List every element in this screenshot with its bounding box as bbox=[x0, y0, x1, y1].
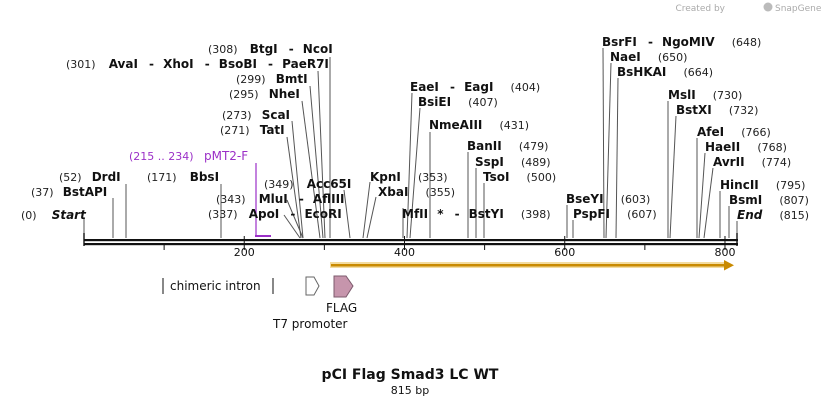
leader-bshkai bbox=[615, 77, 619, 239]
flag-arrow-icon bbox=[333, 275, 354, 298]
snapgene-logo-icon bbox=[763, 2, 773, 12]
site-bsrfi-group: BsrFI - NgoMIV (648) bbox=[602, 31, 761, 50]
tick-label: 200 bbox=[234, 246, 255, 259]
t7-promoter-arrow-icon bbox=[305, 276, 320, 296]
site-nhei: (295) NheI bbox=[229, 83, 300, 102]
sequence-backbone bbox=[83, 233, 738, 246]
site-bbsi: (171) BbsI bbox=[147, 166, 219, 185]
feature-t7-promoter[interactable]: T7 promoter bbox=[272, 276, 348, 331]
tick-label: 800 bbox=[714, 246, 735, 259]
leader-naei bbox=[605, 62, 612, 239]
credit-brand: SnapGene bbox=[775, 4, 822, 14]
site-end: End (815) bbox=[737, 204, 809, 223]
leader-tati bbox=[286, 136, 302, 239]
site-avai-group: (301) AvaI - XhoI - BsoBI - PaeR7I bbox=[66, 53, 329, 72]
site-hincii: HincII (795) bbox=[720, 174, 805, 193]
leader-bsrfi bbox=[602, 47, 605, 239]
tick-label: 600 bbox=[554, 246, 575, 259]
site-bshkai: BsHKAI (664) bbox=[617, 61, 713, 80]
site-afei: AfeI (766) bbox=[697, 121, 771, 140]
site-labels: (0) Start (37) BstAPI (52) DrdI (171) Bb… bbox=[21, 31, 809, 223]
feature-flag[interactable]: FLAG bbox=[326, 275, 357, 315]
leader-bstxi bbox=[669, 115, 677, 239]
site-xbai: XbaI (355) bbox=[378, 181, 455, 200]
tick-label: 400 bbox=[394, 246, 415, 259]
site-banii: BanII (479) bbox=[467, 135, 548, 154]
map-subtitle: 815 bp bbox=[391, 384, 429, 397]
map-title: pCI Flag Smad3 LC WT bbox=[322, 367, 499, 383]
feature-t7-label: T7 promoter bbox=[272, 317, 348, 331]
site-nmeaiii: NmeAIII (431) bbox=[429, 114, 529, 133]
leader-scai bbox=[291, 120, 304, 239]
leader-bsiei bbox=[409, 107, 421, 239]
site-tsoi: TsoI (500) bbox=[483, 166, 556, 185]
site-acc65i: (349) Acc65I bbox=[264, 173, 351, 192]
primer-name: pMT2-F bbox=[204, 149, 248, 163]
site-drdi: (52) DrdI bbox=[59, 166, 121, 185]
leader-bmti bbox=[309, 85, 324, 239]
site-sspi: SspI (489) bbox=[475, 151, 551, 170]
site-kpni: KpnI (353) bbox=[370, 166, 448, 185]
leader-kpni bbox=[362, 181, 371, 239]
site-bmti: (299) BmtI bbox=[236, 68, 308, 87]
site-bsmi: BsmI (807) bbox=[729, 189, 809, 208]
site-pspfi: PspFI (607) bbox=[573, 203, 657, 222]
leader-acc65i bbox=[343, 189, 351, 239]
site-mlui-group: (343) MluI - AflIII bbox=[216, 188, 345, 207]
leader-apoi bbox=[283, 214, 301, 239]
leader-mlui bbox=[286, 199, 304, 239]
site-msli: MslI (730) bbox=[668, 84, 742, 103]
site-leader-lines bbox=[83, 47, 738, 239]
site-mfii-group: MfII * - BstYI (398) bbox=[402, 203, 551, 222]
feature-chimeric-intron[interactable]: chimeric intron bbox=[162, 278, 274, 294]
tick-marks: 200 400 600 800 bbox=[163, 236, 735, 259]
site-eaei-group: EaeI - EagI (404) bbox=[410, 76, 540, 95]
leader-xbai bbox=[366, 196, 377, 239]
leader-avrii bbox=[703, 167, 714, 239]
leader-nhei bbox=[301, 100, 321, 239]
site-bstapi: (37) BstAPI bbox=[31, 181, 107, 200]
site-apoi-group: (337) ApoI - EcoRI bbox=[208, 203, 342, 222]
site-start: (0) Start bbox=[21, 204, 87, 223]
credit: Created by SnapGene bbox=[675, 2, 822, 14]
site-scai: (273) ScaI bbox=[222, 104, 290, 123]
feature-intron-label: chimeric intron bbox=[170, 279, 261, 293]
site-tati: (271) TatI bbox=[220, 119, 285, 138]
site-haeii: HaeII (768) bbox=[705, 136, 787, 155]
site-bsiei: BsiEI (407) bbox=[418, 91, 498, 110]
leader-xhoi bbox=[317, 70, 326, 239]
leader-eaei bbox=[406, 92, 413, 239]
credit-prefix: Created by bbox=[675, 4, 725, 14]
site-avrii: AvrII (774) bbox=[713, 151, 791, 170]
leader-haeii bbox=[698, 152, 706, 239]
site-bseyi: BseYI (603) bbox=[566, 188, 650, 207]
site-naei: NaeI (650) bbox=[610, 46, 687, 65]
primer-range: (215 .. 234) bbox=[129, 150, 194, 163]
feature-flag-label: FLAG bbox=[326, 301, 357, 315]
primer-pmt2-f[interactable]: (215 .. 234) pMT2-F bbox=[129, 149, 271, 237]
site-bstxi: BstXI (732) bbox=[676, 99, 758, 118]
site-btgi-group: (308) BtgI - NcoI bbox=[208, 38, 333, 57]
orf-arrow[interactable] bbox=[330, 260, 734, 271]
